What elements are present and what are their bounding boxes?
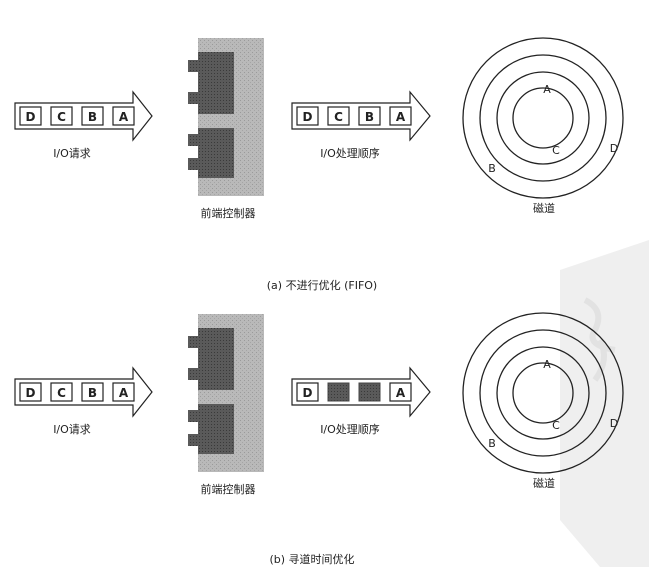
processing-order-arrow: D A	[291, 366, 431, 418]
controller-label: 前端控制器	[201, 206, 256, 220]
queue-letter: D	[26, 386, 36, 400]
queue-box: A	[112, 382, 135, 402]
queue-letter: B	[88, 386, 97, 400]
disk-label: 磁道	[533, 201, 555, 215]
watermark-brush	[583, 297, 616, 382]
order-letter: B	[365, 110, 374, 124]
processing-order-arrow: D C B A	[291, 90, 431, 142]
request-queue-arrow: D C B A	[14, 90, 153, 142]
order-box-shaded	[327, 382, 350, 402]
order-letter: A	[396, 110, 406, 124]
request-queue-arrow: D C B A	[14, 366, 153, 418]
track-mark: D	[610, 417, 618, 430]
disk-tracks	[462, 312, 624, 474]
order-letter: D	[303, 386, 313, 400]
watermark-shape	[560, 240, 649, 567]
order-box: D	[296, 382, 319, 402]
panel-b: D C B A I/O请求 前端控制器	[14, 312, 624, 566]
queue-letter: A	[119, 386, 129, 400]
caption-b: (b) 寻道时间优化	[269, 552, 354, 566]
track-mark: B	[488, 437, 496, 450]
order-box: C	[327, 106, 350, 126]
queue-letter: D	[26, 110, 36, 124]
order-letter: C	[334, 110, 343, 124]
queue-box: D	[19, 106, 42, 126]
order-letter: D	[303, 110, 313, 124]
request-label: I/O请求	[53, 423, 91, 436]
order-label: I/O处理顺序	[320, 146, 380, 160]
track-mark: A	[543, 358, 551, 371]
track-mark: A	[543, 83, 551, 96]
controller-label: 前端控制器	[201, 482, 256, 496]
disk-label: 磁道	[533, 476, 555, 490]
front-end-controller	[188, 314, 264, 472]
queue-letter: C	[57, 386, 66, 400]
panel-a: D C B A I/O请求 前端控制器	[14, 37, 624, 292]
order-letter: A	[396, 386, 406, 400]
front-end-controller	[188, 38, 264, 196]
queue-letter: C	[57, 110, 66, 124]
order-box: A	[389, 382, 412, 402]
request-label: I/O请求	[53, 147, 91, 160]
queue-box: D	[19, 382, 42, 402]
track-mark: B	[488, 162, 496, 175]
queue-box: C	[50, 106, 73, 126]
track-mark: C	[552, 144, 560, 157]
track-mark: D	[610, 142, 618, 155]
caption-a: (a) 不进行优化 (FIFO)	[267, 278, 377, 292]
queue-letter: B	[88, 110, 97, 124]
order-label: I/O处理顺序	[320, 422, 380, 436]
disk-tracks	[462, 37, 624, 199]
queue-box: A	[112, 106, 135, 126]
order-box: B	[358, 106, 381, 126]
queue-box: C	[50, 382, 73, 402]
queue-letter: A	[119, 110, 129, 124]
order-box: A	[389, 106, 412, 126]
order-box-shaded	[358, 382, 381, 402]
queue-box: B	[81, 106, 104, 126]
order-box: D	[296, 106, 319, 126]
track-mark: C	[552, 419, 560, 432]
queue-box: B	[81, 382, 104, 402]
